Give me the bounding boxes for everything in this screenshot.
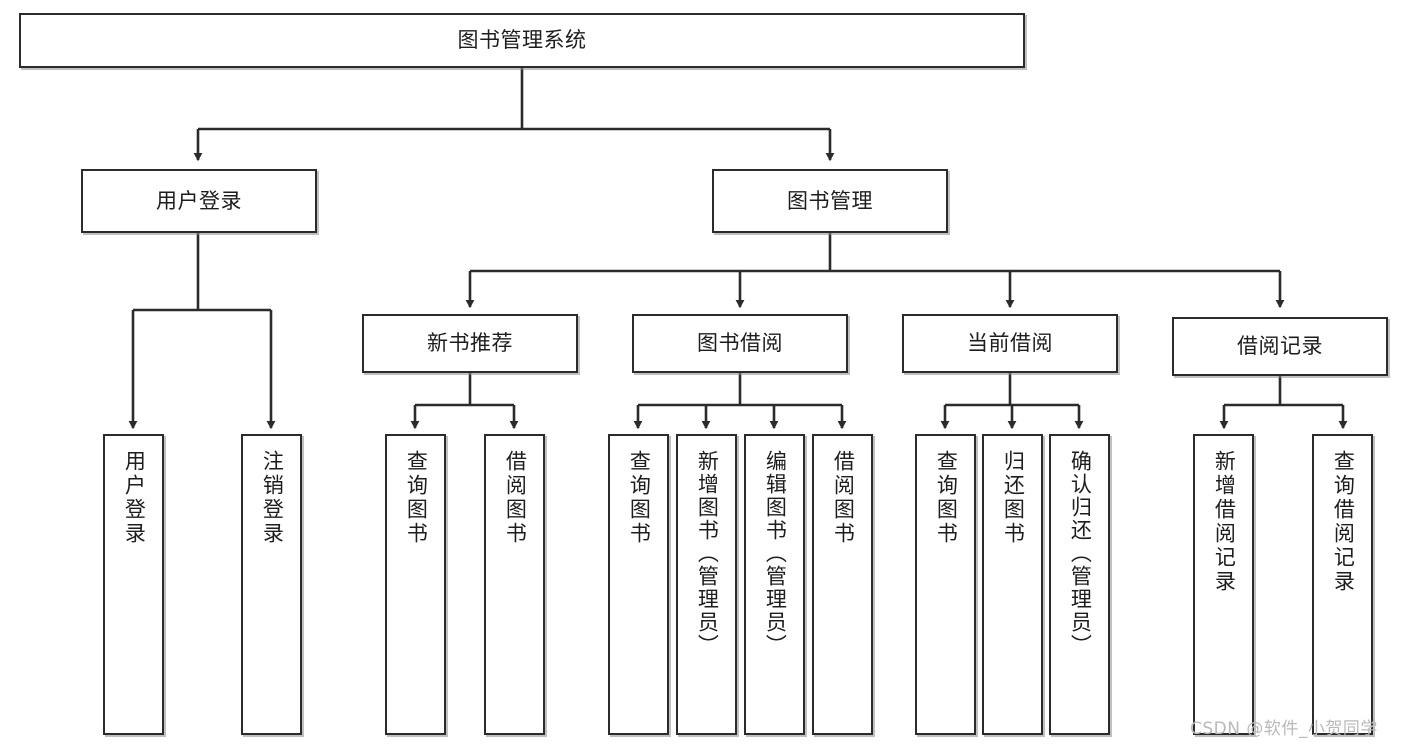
- node-leaf-add-book[interactable]: 新增图书（管理员）: [676, 434, 737, 735]
- node-new-book-recommend-label: 新书推荐: [427, 331, 513, 356]
- node-leaf-query-book-2[interactable]: 查询图书: [608, 434, 669, 735]
- node-leaf-query-book-1-label: 查询图书: [404, 450, 429, 546]
- node-leaf-borrow-book-1-label: 借阅图书: [503, 450, 528, 546]
- node-leaf-edit-book-label: 编辑图书（管理员）: [763, 450, 788, 657]
- node-leaf-query-book-3[interactable]: 查询图书: [915, 434, 976, 735]
- node-leaf-logout-login[interactable]: 注销登录: [241, 434, 302, 735]
- node-leaf-user-login-label: 用户登录: [122, 450, 147, 546]
- watermark-text: CSDN @软件_小贺同学: [1190, 719, 1378, 739]
- node-user-login[interactable]: 用户登录: [81, 169, 317, 233]
- node-current-borrow[interactable]: 当前借阅: [902, 314, 1118, 373]
- node-leaf-query-book-3-label: 查询图书: [934, 450, 959, 546]
- node-new-book-recommend[interactable]: 新书推荐: [362, 314, 578, 373]
- node-leaf-query-record[interactable]: 查询借阅记录: [1312, 434, 1373, 735]
- node-user-login-label: 用户登录: [156, 188, 242, 213]
- node-book-management-label: 图书管理: [787, 188, 873, 213]
- node-book-borrow[interactable]: 图书借阅: [632, 314, 848, 373]
- node-leaf-confirm-return-label: 确认归还（管理员）: [1068, 450, 1093, 657]
- node-leaf-query-book-2-label: 查询图书: [627, 450, 652, 546]
- node-borrow-record[interactable]: 借阅记录: [1172, 317, 1388, 376]
- node-current-borrow-label: 当前借阅: [967, 331, 1053, 356]
- node-leaf-confirm-return[interactable]: 确认归还（管理员）: [1049, 434, 1110, 735]
- node-root[interactable]: 图书管理系统: [19, 13, 1025, 68]
- node-leaf-query-record-label: 查询借阅记录: [1331, 450, 1356, 594]
- node-borrow-record-label: 借阅记录: [1237, 334, 1323, 359]
- node-leaf-borrow-book-1[interactable]: 借阅图书: [484, 434, 545, 735]
- node-leaf-borrow-book-2[interactable]: 借阅图书: [812, 434, 873, 735]
- node-leaf-query-book-1[interactable]: 查询图书: [385, 434, 446, 735]
- node-leaf-return-book[interactable]: 归还图书: [982, 434, 1043, 735]
- node-leaf-add-record[interactable]: 新增借阅记录: [1193, 434, 1254, 735]
- node-leaf-edit-book[interactable]: 编辑图书（管理员）: [744, 434, 805, 735]
- node-leaf-logout-login-label: 注销登录: [260, 450, 285, 546]
- node-leaf-return-book-label: 归还图书: [1001, 450, 1026, 546]
- node-leaf-user-login[interactable]: 用户登录: [103, 434, 164, 735]
- node-leaf-borrow-book-2-label: 借阅图书: [831, 450, 856, 546]
- node-root-label: 图书管理系统: [457, 28, 587, 53]
- node-leaf-add-record-label: 新增借阅记录: [1212, 450, 1237, 594]
- node-book-borrow-label: 图书借阅: [697, 331, 783, 356]
- node-leaf-add-book-label: 新增图书（管理员）: [695, 450, 720, 657]
- node-book-management[interactable]: 图书管理: [712, 169, 948, 233]
